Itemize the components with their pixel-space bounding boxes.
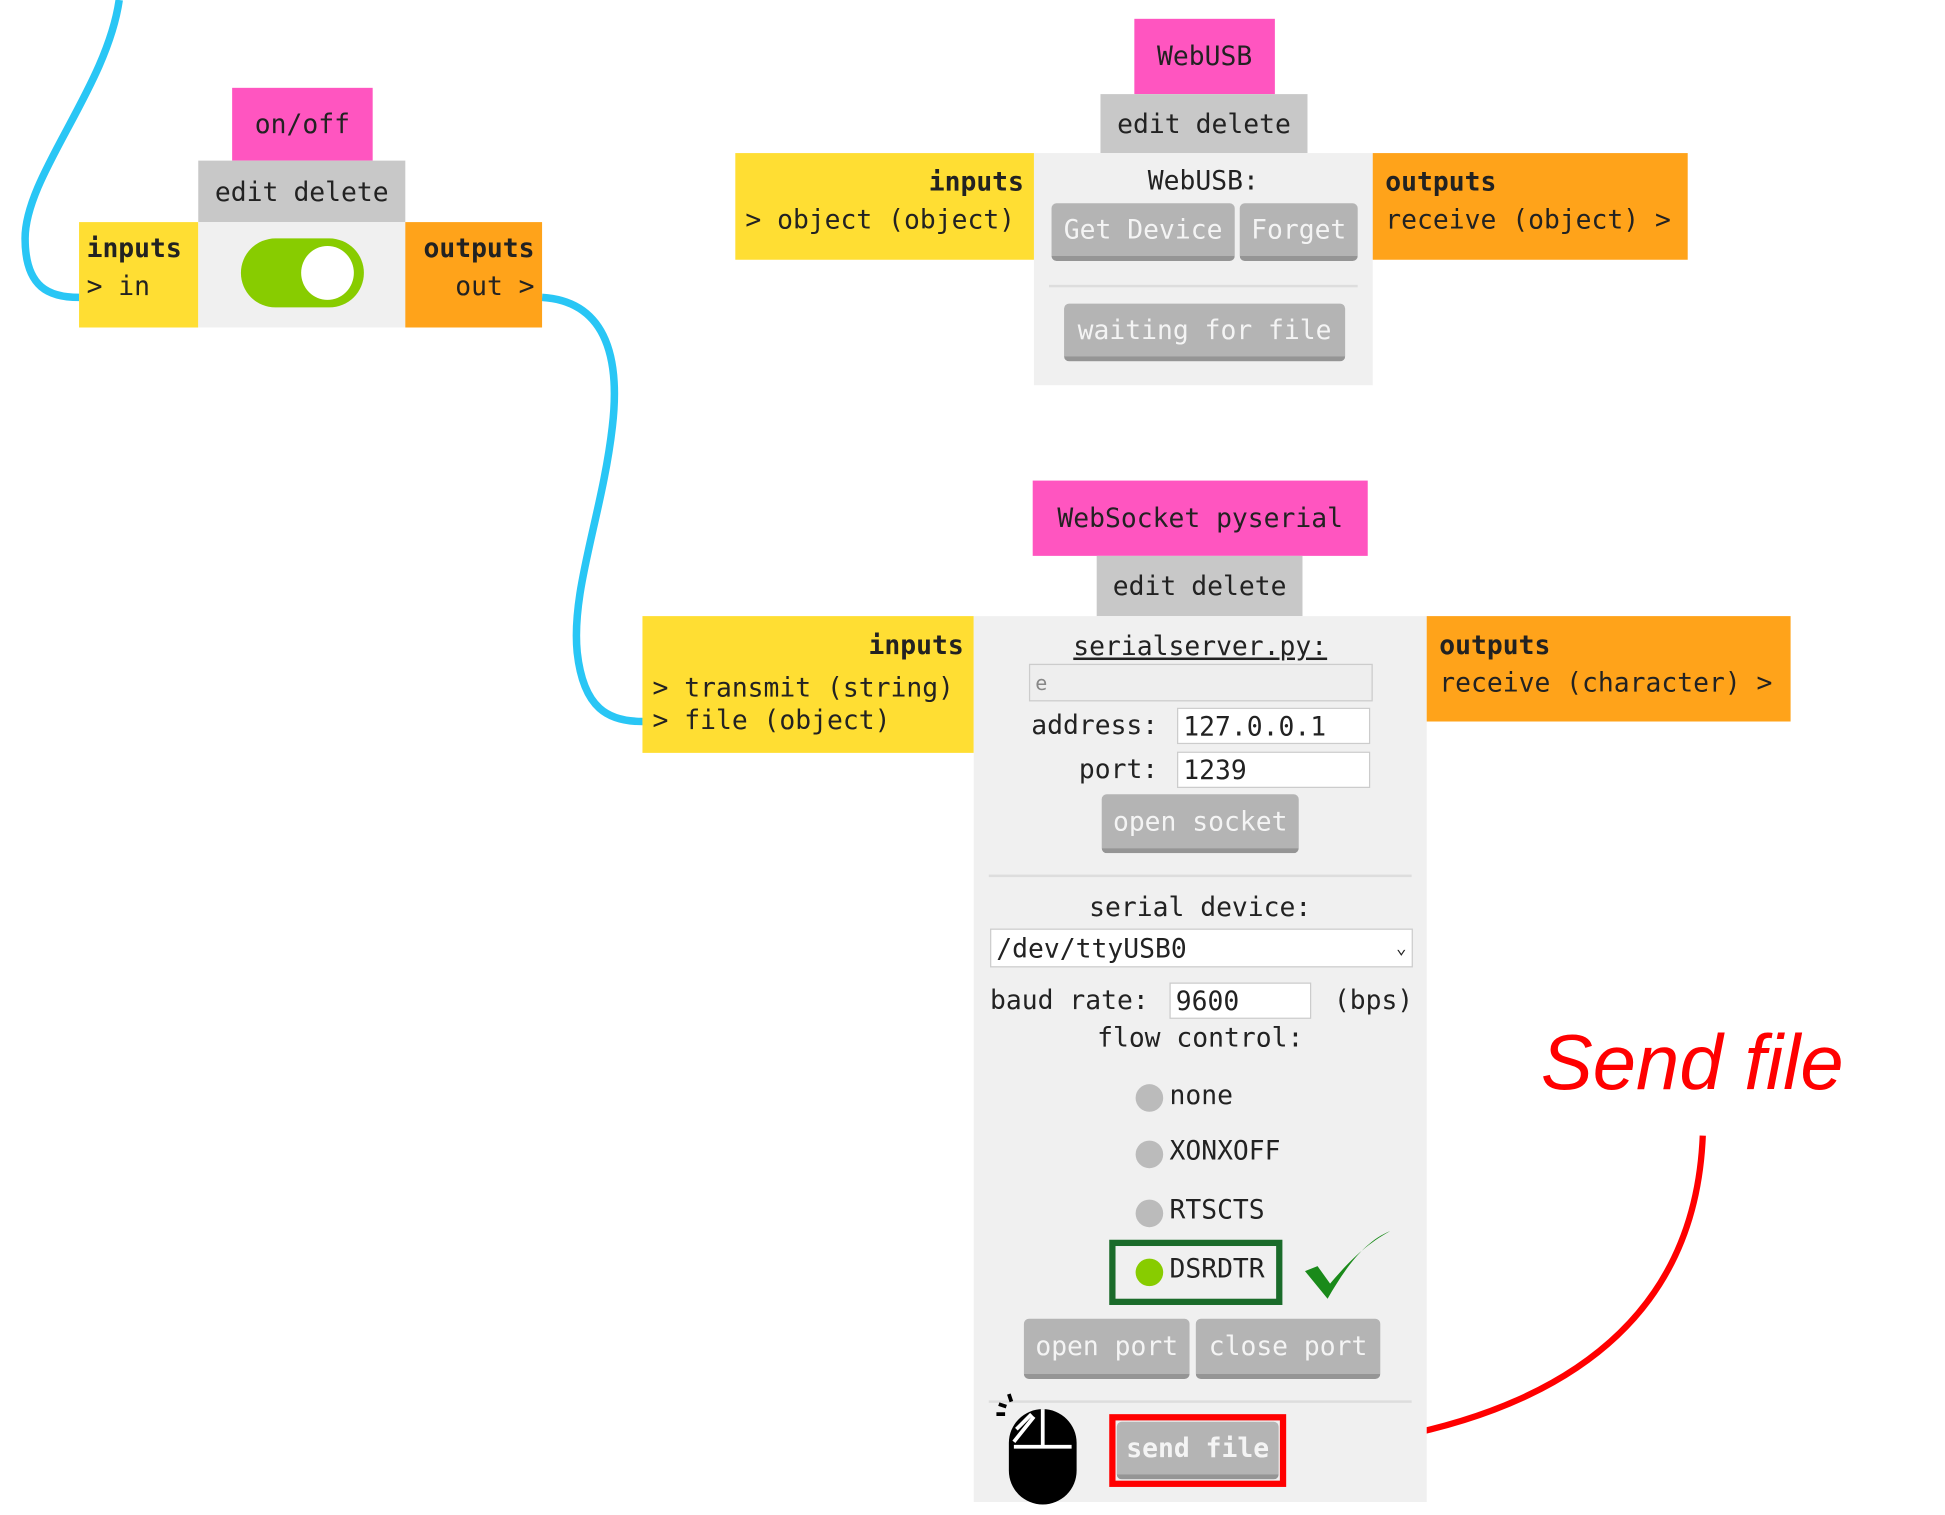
radio-label-dsrdtr: DSRDTR [1169, 1253, 1265, 1284]
get-device-button[interactable]: Get Device [1051, 203, 1235, 261]
bps-label: (bps) [1333, 985, 1414, 1016]
waiting-for-file-button[interactable]: waiting for file [1064, 303, 1346, 362]
webusb-heading: WebUSB: [1147, 165, 1259, 196]
close-port-button[interactable]: close port [1195, 1318, 1381, 1380]
radio-label-none: none [1169, 1080, 1233, 1111]
radio-label-rtscts: RTSCTS [1169, 1194, 1265, 1225]
edit-button[interactable]: edit [1117, 108, 1181, 139]
flow-control-label: flow control: [1097, 1022, 1304, 1053]
address-input[interactable]: 127.0.0.1 [1177, 707, 1371, 745]
edit-button[interactable]: edit [1112, 570, 1177, 602]
output-port-receive[interactable]: receive (object) > [1385, 204, 1671, 235]
input-port-transmit[interactable]: > transmit (string) [652, 672, 954, 703]
radio-dsrdtr-selected[interactable] [1135, 1258, 1164, 1287]
serialserver-link[interactable]: serialserver.py: [1073, 631, 1328, 662]
toggle-knob [301, 245, 354, 300]
forget-button[interactable]: Forget [1239, 203, 1358, 261]
webusb-toolbar: edit delete [1100, 94, 1308, 154]
pyserial-toolbar: edit delete [1096, 555, 1303, 617]
serial-device-label: serial device: [1089, 892, 1312, 923]
send-file-button[interactable]: send file [1116, 1421, 1279, 1480]
wire-onoff-to-pyserial[interactable] [541, 293, 643, 726]
output-port-out[interactable]: out > [455, 271, 535, 302]
send-file-annotation: Send file [1540, 1020, 1844, 1107]
open-socket-button[interactable]: open socket [1101, 794, 1299, 854]
serial-device-value: /dev/ttyUSB0 [996, 932, 1187, 964]
outputs-label: outputs [423, 233, 535, 264]
serialserver-field[interactable]: e [1028, 663, 1373, 702]
pyserial-inputs: inputs > transmit (string) > file (objec… [642, 616, 974, 753]
chevron-down-icon: ⌄ [1396, 937, 1407, 959]
inputs-label: inputs [868, 629, 964, 661]
serial-device-select[interactable]: /dev/ttyUSB0 ⌄ [990, 928, 1413, 968]
inputs-label: inputs [928, 166, 1024, 198]
webusb-inputs: inputs > object (object) [735, 153, 1034, 260]
output-port-receive[interactable]: receive (character) > [1439, 667, 1773, 698]
outputs-label: outputs [1385, 166, 1497, 198]
port-input[interactable]: 1239 [1177, 751, 1371, 789]
radio-rtscts[interactable] [1135, 1199, 1164, 1228]
divider [988, 1400, 1412, 1403]
input-port-in[interactable]: > in [86, 271, 151, 302]
input-port-object[interactable]: > object (object) [745, 204, 1016, 235]
onoff-inputs: inputs > in [79, 222, 199, 328]
onoff-toolbar: edit delete [198, 160, 406, 223]
inputs-label: inputs [86, 233, 182, 264]
address-label: address: [1031, 710, 1159, 741]
onoff-title[interactable]: on/off [232, 87, 373, 161]
onoff-outputs: outputs out > [405, 222, 543, 328]
webusb-body: WebUSB: Get Device Forget waiting for fi… [1033, 153, 1373, 386]
send-file-highlight-box [1109, 1414, 1287, 1487]
webusb-outputs: outputs receive (object) > [1372, 153, 1688, 260]
delete-button[interactable]: delete [1195, 108, 1291, 139]
baud-rate-input[interactable]: 9600 [1169, 982, 1312, 1019]
delete-button[interactable]: delete [1191, 570, 1287, 602]
baud-rate-label: baud rate: [990, 985, 1149, 1016]
radio-label-xonxoff: XONXOFF [1169, 1135, 1281, 1166]
checkmark-icon [1304, 1230, 1391, 1299]
outputs-label: outputs [1439, 629, 1551, 661]
webusb-title[interactable]: WebUSB [1134, 18, 1275, 95]
port-label: port: [1078, 754, 1159, 785]
radio-none[interactable] [1135, 1084, 1164, 1112]
pyserial-outputs: outputs receive (character) > [1426, 616, 1791, 722]
delete-button[interactable]: delete [293, 176, 389, 207]
wire-into-onoff[interactable] [21, 0, 123, 302]
divider [1049, 284, 1358, 288]
edit-button[interactable]: edit [214, 176, 279, 207]
divider [988, 874, 1412, 878]
onoff-body [198, 222, 406, 328]
open-port-button[interactable]: open port [1023, 1318, 1190, 1380]
input-port-file[interactable]: > file (object) [652, 705, 891, 736]
toggle-switch[interactable] [240, 238, 364, 308]
radio-xonxoff[interactable] [1135, 1140, 1164, 1169]
mouse-click-icon [996, 1393, 1077, 1505]
dsrdtr-highlight-box [1109, 1239, 1283, 1305]
pyserial-title[interactable]: WebSocket pyserial [1032, 480, 1368, 556]
pyserial-body: serialserver.py: e address: 127.0.0.1 po… [973, 616, 1427, 1505]
